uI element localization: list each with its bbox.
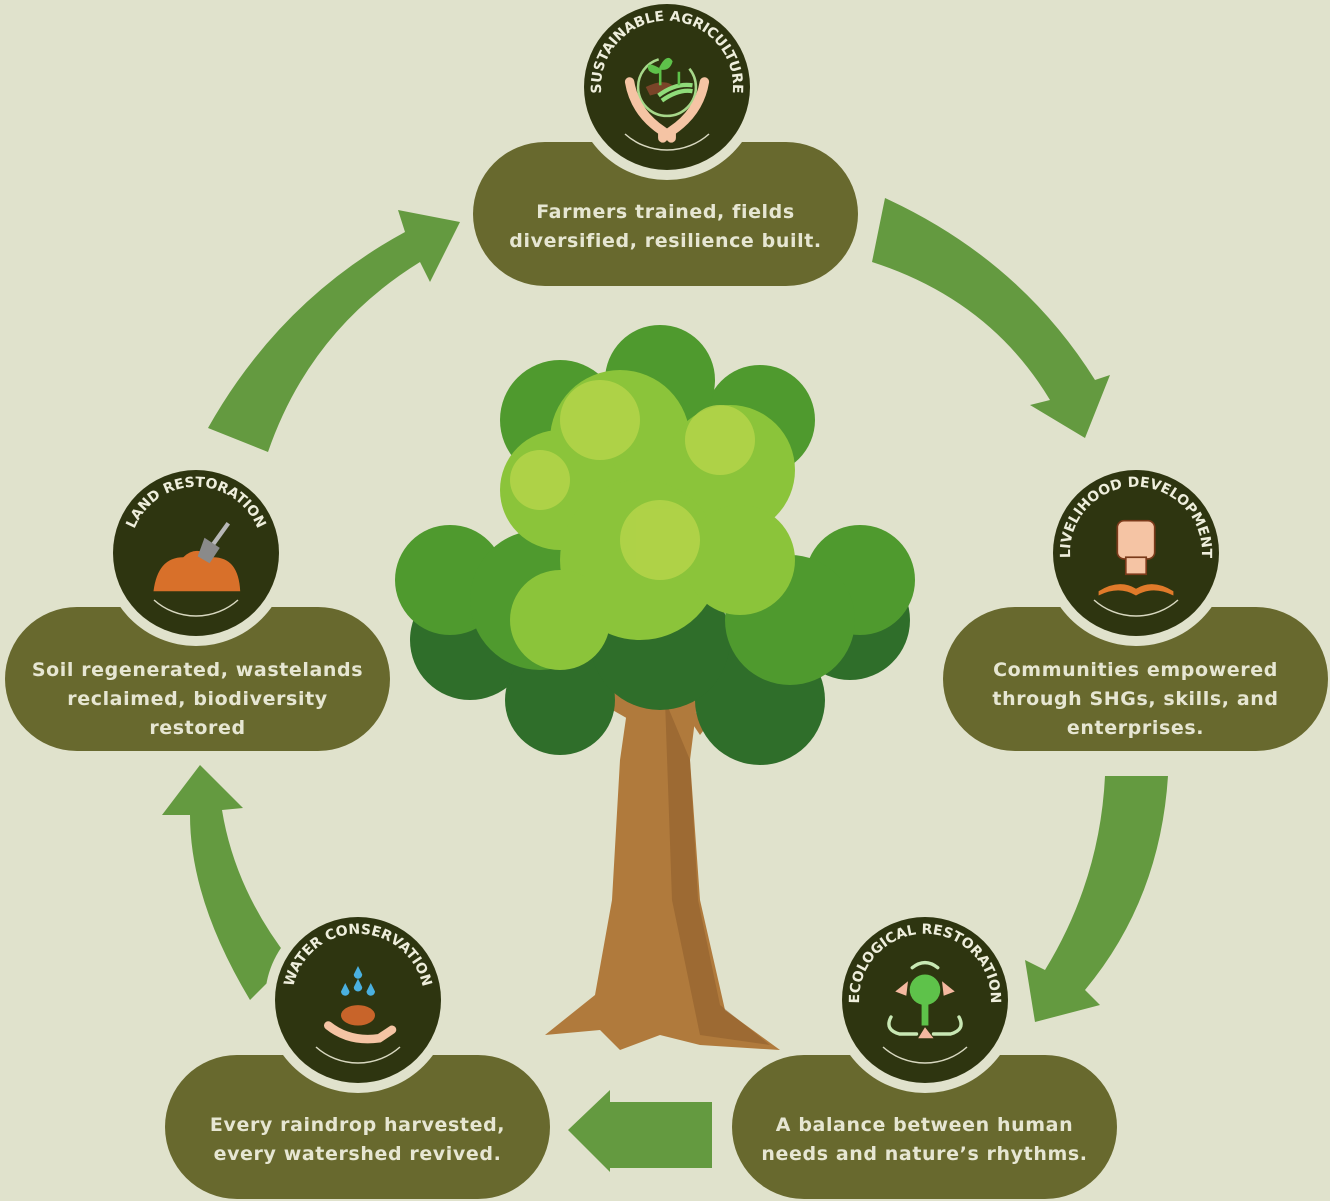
raised-fist-book-icon [1098,519,1174,596]
badge-livelihood-development: LIVELIHOOD DEVELOPMENT [1043,460,1229,646]
recycle-tree-icon [887,960,963,1039]
arrow-eco-to-water [568,1090,712,1172]
stage-description: A balance between human needs and nature… [761,1114,1088,1165]
cycle-arrows [162,198,1168,1172]
stage-pill-livelihood-development: Communities empowered through SHGs, skil… [943,607,1328,751]
tree-illustration [395,325,915,1050]
stage-description: Every raindrop harvested, every watershe… [209,1114,506,1165]
stage-description: Soil regenerated, wastelands reclaimed, … [31,659,364,739]
hands-seedling-icon [624,56,710,143]
stage-description: Communities empowered through SHGs, skil… [992,659,1279,739]
shovel-soil-icon [153,522,241,592]
badge-water-conservation: WATER CONSERVATION [265,907,451,1093]
arrow-land-to-agri [208,210,460,452]
badge-ecological-restoration: ECOLOGICAL RESTORATION [832,907,1018,1093]
badge-sustainable-agriculture: SUSTAINABLE AGRICULTURE [574,0,760,180]
hand-water-drops-icon [323,966,397,1044]
arrow-livelihood-to-eco [1025,776,1168,1022]
tree-trunk [545,680,780,1050]
arrow-water-to-land [162,765,290,1000]
badge-land-restoration: LAND RESTORATION [103,460,289,646]
stage-description: Farmers trained, fields diversified, res… [509,201,822,252]
arrow-agri-to-livelihood [872,198,1110,438]
